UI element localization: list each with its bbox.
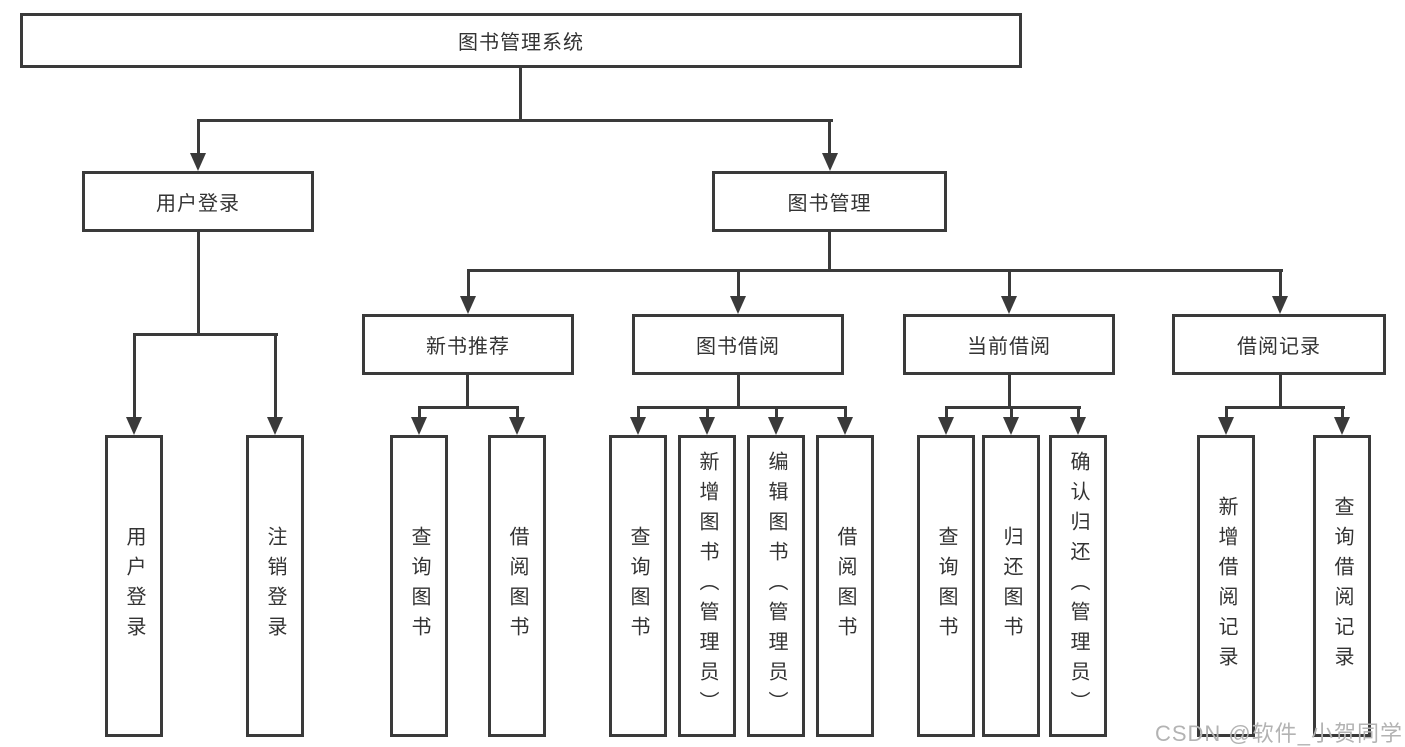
leaf-user-login: 用户登录 [105,435,163,737]
connector-line [945,406,1081,409]
arrow-down-icon [630,417,646,435]
connector-line [1279,374,1282,408]
arrow-down-icon [190,153,206,171]
leaf-query-books-borrowing: 查询图书 [609,435,667,737]
connector-line [466,374,469,408]
connector-line [828,119,831,155]
connector-line [133,333,136,418]
connector-line [637,406,847,409]
arrow-down-icon [1001,296,1017,314]
node-label: 当前借阅 [967,336,1051,358]
arrow-down-icon [768,417,784,435]
arrow-down-icon [267,417,283,435]
leaf-query-borrow-record: 查询借阅记录 [1313,435,1371,737]
connector-line [1010,406,1013,419]
connector-line [274,333,277,418]
node-label: 新书推荐 [426,336,510,358]
leaf-query-books-current: 查询图书 [917,435,975,737]
connector-line [828,231,831,271]
arrow-down-icon [1070,417,1086,435]
connector-line [737,269,740,299]
arrow-down-icon [411,417,427,435]
leaf-label: 新增图书（管理员） [696,451,718,721]
node-book-borrowing: 图书借阅 [632,314,844,375]
leaf-label: 查询借阅记录 [1331,496,1353,676]
connector-line [467,269,470,299]
leaf-label: 确认归还（管理员） [1067,451,1089,721]
connector-line [945,406,948,419]
connector-line [1279,269,1282,299]
connector-line [1077,406,1080,419]
arrow-down-icon [699,417,715,435]
connector-line [133,333,278,336]
leaf-label: 查询图书 [935,526,957,646]
leaf-label: 查询图书 [627,526,649,646]
leaf-label: 用户登录 [123,526,145,646]
node-label: 图书管理系统 [458,32,584,54]
node-label: 图书管理 [787,193,872,215]
connector-line [516,406,519,419]
arrow-down-icon [460,296,476,314]
connector-line [844,406,847,419]
node-user-login: 用户登录 [82,171,314,232]
arrow-down-icon [126,417,142,435]
connector-line [197,119,200,155]
leaf-query-books-recommend: 查询图书 [390,435,448,737]
arrow-down-icon [730,296,746,314]
leaf-label: 借阅图书 [834,526,856,646]
leaf-logout: 注销登录 [246,435,304,737]
connector-line [519,67,522,120]
node-library-management-system: 图书管理系统 [20,13,1022,68]
leaf-label: 注销登录 [264,526,286,646]
connector-line [418,406,421,419]
arrow-down-icon [1218,417,1234,435]
connector-line [637,406,640,419]
node-new-book-recommend: 新书推荐 [362,314,574,375]
leaf-confirm-return-admin: 确认归还（管理员） [1049,435,1107,737]
connector-line [467,269,1283,272]
leaf-label: 归还图书 [1000,526,1022,646]
connector-line [1225,406,1345,409]
leaf-add-borrow-record: 新增借阅记录 [1197,435,1255,737]
connector-line [1008,269,1011,299]
connector-line [197,231,200,335]
leaf-borrow-books-recommend: 借阅图书 [488,435,546,737]
arrow-down-icon [837,417,853,435]
leaf-add-book-admin: 新增图书（管理员） [678,435,736,737]
connector-line [1341,406,1344,419]
node-book-management: 图书管理 [712,171,947,232]
arrow-down-icon [509,417,525,435]
watermark-text: CSDN @软件_小贺同学 [1154,721,1403,746]
leaf-label: 查询图书 [408,526,430,646]
connector-line [775,406,778,419]
arrow-down-icon [1272,296,1288,314]
connector-line [1008,374,1011,408]
connector-line [197,119,833,122]
leaf-label: 编辑图书（管理员） [765,451,787,721]
leaf-label: 新增借阅记录 [1215,496,1237,676]
node-current-borrowing: 当前借阅 [903,314,1115,375]
node-borrowing-records: 借阅记录 [1172,314,1386,375]
node-label: 图书借阅 [696,336,780,358]
leaf-return-book: 归还图书 [982,435,1040,737]
connector-line [418,406,519,409]
node-label: 借阅记录 [1237,336,1321,358]
connector-line [737,374,740,408]
connector-line [706,406,709,419]
arrow-down-icon [1334,417,1350,435]
arrow-down-icon [822,153,838,171]
connector-line [1225,406,1228,419]
leaf-borrow-books-borrowing: 借阅图书 [816,435,874,737]
leaf-label: 借阅图书 [506,526,528,646]
node-label: 用户登录 [156,193,240,215]
leaf-edit-book-admin: 编辑图书（管理员） [747,435,805,737]
arrow-down-icon [1003,417,1019,435]
arrow-down-icon [938,417,954,435]
